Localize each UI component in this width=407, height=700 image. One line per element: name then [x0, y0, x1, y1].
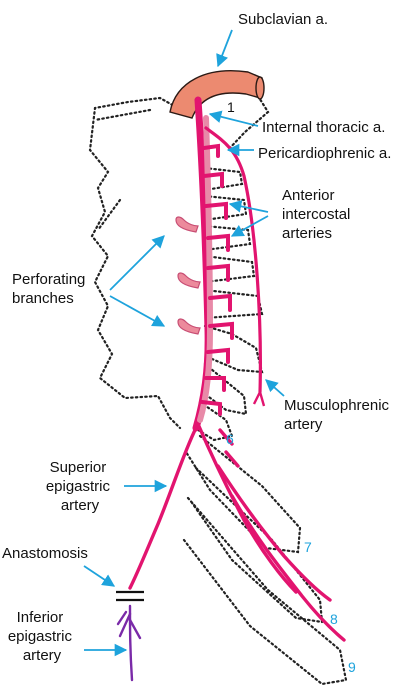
label-anastomosis: Anastomosis — [2, 545, 88, 562]
inferior-epigastric-artery — [116, 604, 142, 682]
label-anterior-intercostal: Anterior intercostal arteries — [282, 187, 355, 242]
rib-number-8: 8 — [330, 611, 338, 627]
label-musculophrenic-line2: artery — [284, 416, 323, 433]
label-subclavian: Subclavian a. — [238, 11, 328, 28]
superior-epigastric-artery — [128, 422, 346, 642]
label-inferior-epigastric: Inferior epigastric artery — [8, 609, 76, 664]
label-pericardiophrenic: Pericardiophrenic a. — [258, 145, 391, 162]
label-arrows — [83, 29, 285, 657]
label-anterior-intercostal-line3: arteries — [282, 225, 332, 242]
label-superior-epigastric-line3: artery — [61, 497, 100, 514]
label-superior-epigastric: Superior epigastric artery — [46, 459, 114, 514]
label-anterior-intercostal-line2: intercostal — [282, 206, 350, 223]
perforating-branches — [175, 216, 201, 335]
label-superior-epigastric-line2: epigastric — [46, 478, 111, 495]
rib-number-7: 7 — [304, 539, 312, 555]
label-inferior-epigastric-line3: artery — [23, 647, 62, 664]
anterior-intercostal-arteries — [200, 143, 234, 416]
label-musculophrenic: Musculophrenic artery — [284, 397, 393, 433]
label-inferior-epigastric-line2: epigastric — [8, 628, 73, 645]
label-perforating-line2: branches — [12, 290, 74, 307]
subclavian-cut-end — [255, 76, 265, 100]
label-perforating-line1: Perforating — [12, 271, 85, 288]
internal-thoracic-artery-deep — [197, 115, 214, 423]
label-perforating: Perforating branches — [12, 271, 90, 307]
sternum-outline — [88, 94, 270, 430]
subclavian-artery — [169, 70, 263, 119]
pericardiophrenic-artery — [204, 126, 262, 394]
label-anterior-intercostal-line1: Anterior — [282, 187, 335, 204]
rib-number-6: 6 — [226, 431, 234, 447]
label-superior-epigastric-line1: Superior — [50, 459, 107, 476]
label-musculophrenic-line1: Musculophrenic — [284, 397, 390, 414]
label-inferior-epigastric-line1: Inferior — [17, 609, 64, 626]
anastomosis-marks — [116, 590, 144, 602]
musculophrenic-end — [252, 391, 266, 407]
rib-number-9: 9 — [348, 659, 356, 675]
rib-number-1: 1 — [227, 99, 235, 115]
label-internal-thoracic: Internal thoracic a. — [262, 119, 385, 136]
